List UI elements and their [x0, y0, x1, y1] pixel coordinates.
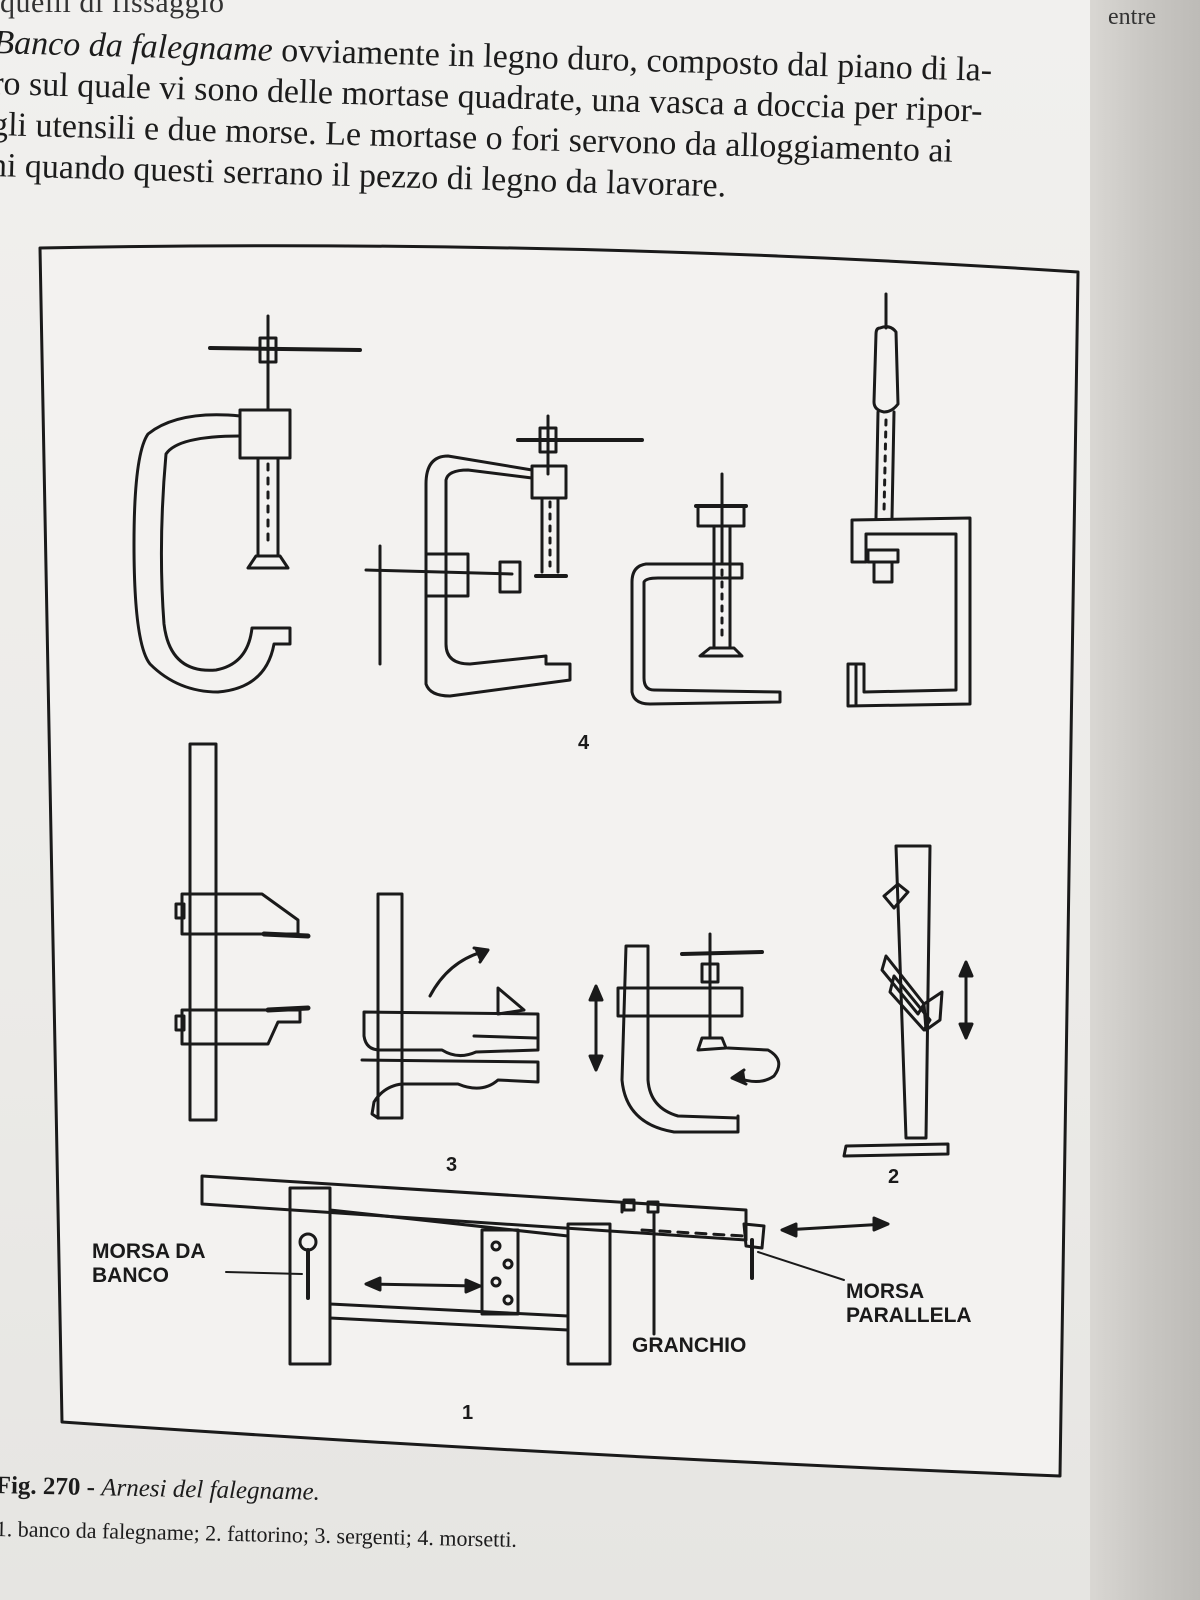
figure-270: 4 3 2 1 MORSA DA BANCO MORSA PARALLELA G… [38, 244, 1090, 1480]
label-morsa-parallela: MORSA PARALLELA [846, 1280, 972, 1327]
body-line-1-lead: Banco da falegname [0, 23, 274, 69]
page-gutter-shadow [1090, 0, 1200, 1600]
figure-number-4: 4 [578, 732, 590, 754]
sergente-lever-drawing [360, 892, 540, 1120]
workbench-drawing [200, 1174, 890, 1366]
body-paragraph: Banco da falegname ovviamente in legno d… [0, 22, 1174, 219]
caption-figure-title: Arnesi del falegname. [100, 1474, 321, 1506]
corner-text-fragment: entre [1108, 4, 1156, 30]
clamp-screw-frame-drawing [846, 292, 972, 708]
figure-number-3: 3 [446, 1154, 458, 1176]
figure-number-1: 1 [462, 1402, 474, 1424]
fattorino-drawing [842, 844, 974, 1158]
figure-number-2: 2 [888, 1166, 900, 1188]
sergente-sliding-drawing [174, 742, 311, 1122]
figure-illustration [38, 244, 1080, 1478]
clamp-c-large-drawing [132, 314, 362, 694]
clamp-f-small-drawing [630, 472, 782, 706]
caption-figure-number: Fig. 270 - [0, 1472, 96, 1502]
top-text-fragment: quelli di fissaggio [0, 0, 225, 19]
label-granchio: GRANCHIO [632, 1334, 747, 1357]
clamp-bar-drawing [364, 414, 644, 698]
label-morsa-da-banco: MORSA DA BANCO [92, 1240, 206, 1287]
sergente-screw-drawing [588, 932, 781, 1134]
figure-border [38, 244, 1080, 1478]
